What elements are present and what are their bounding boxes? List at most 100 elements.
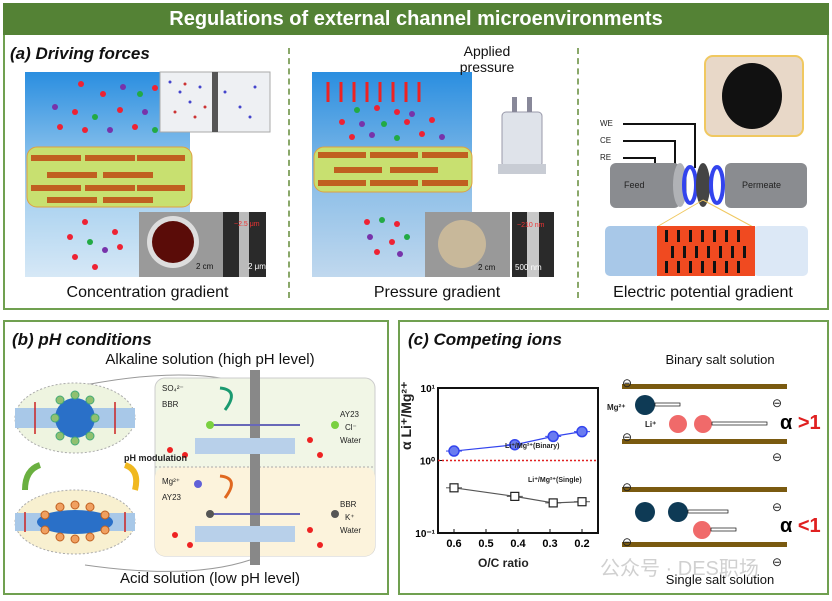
electrode-we: WE — [600, 119, 613, 128]
filtration-cell — [498, 97, 546, 174]
y-tick-label: 10⁻¹ — [415, 529, 435, 540]
charge-icon: ⊖ — [622, 480, 633, 494]
o-ring-left — [682, 165, 698, 205]
k-label: K⁺ — [345, 513, 355, 522]
bbr-label-bottom: BBR — [340, 500, 357, 509]
charge-icon: ⊖ — [772, 500, 783, 514]
pressure-arrows — [326, 82, 421, 102]
charge-icon: ⊖ — [772, 555, 783, 569]
membrane-photo-inset — [425, 212, 554, 277]
cl-ion — [206, 421, 214, 429]
charge-icon: ⊖ — [622, 535, 633, 549]
scale-bar-2cm-b: 2 cm — [478, 263, 496, 272]
green-cycle-arrow — [22, 462, 42, 491]
mg-ion — [635, 395, 655, 415]
series-label-binary: Li⁺/Mg²⁺(Binary) — [505, 443, 560, 450]
separator-2 — [577, 48, 579, 298]
data-point-single — [548, 498, 558, 508]
concentration-gradient-illustration — [25, 71, 271, 277]
alkaline-channel — [14, 382, 136, 454]
ions-top — [339, 105, 445, 141]
panel-a-label: (a) Driving forces — [10, 44, 150, 63]
charge-icon: ⊖ — [772, 396, 783, 410]
alpha-symbol: α — [780, 412, 793, 434]
charge-icon: ⊖ — [622, 376, 633, 390]
watermark: 公众号 · DES职场 — [600, 558, 759, 580]
caption-concentration: Concentration gradient — [66, 284, 229, 301]
x-tick-label: 0.6 — [446, 538, 461, 550]
data-point-binary — [509, 438, 521, 451]
scale-bar-2cm: 2 cm — [196, 262, 214, 271]
single-salt-title: Single salt solution — [665, 572, 775, 587]
alpha-symbol: α — [780, 515, 793, 537]
y-tick-label: 10¹ — [421, 384, 436, 395]
ions-bottom — [364, 217, 410, 257]
binary-ions — [635, 395, 768, 433]
single-ions — [635, 502, 737, 539]
permeate-side-block — [753, 226, 808, 276]
nanosheet-stack — [31, 155, 185, 203]
charge-icon: ⊖ — [622, 430, 633, 444]
water-flow-arrow-top — [195, 438, 295, 454]
mg-ion-label: Mg²⁺ — [607, 403, 626, 412]
data-point-binary — [576, 425, 588, 438]
permeate-label: Permeate — [742, 180, 782, 190]
rejection-arrow-green — [219, 386, 233, 411]
alpha-single-value: <1 — [797, 515, 821, 537]
panel-b-label: (b) pH conditions — [12, 330, 152, 349]
data-point-binary — [448, 445, 460, 457]
zoom-lines — [654, 199, 756, 229]
scale-bar-500nm: 500 nm — [515, 263, 542, 272]
feed-label: Feed — [624, 180, 645, 190]
permeate-cylinder — [725, 163, 807, 208]
figure-title: Regulations of external channel microenv… — [3, 3, 829, 35]
li-ion-label: Li⁺ — [645, 420, 657, 429]
thickness-label-b: ~210 nm — [517, 222, 545, 229]
bbr-label-top: BBR — [162, 400, 179, 409]
chart-y-axis-label: α Li⁺/Mg²⁺ — [398, 381, 414, 450]
panel-competing-ions — [398, 320, 829, 595]
binary-salt-title: Binary salt solution — [665, 352, 775, 367]
applied-pressure-label: Applied pressure — [459, 43, 515, 75]
ay23-label-top: AY23 — [340, 410, 359, 419]
membrane-photo-inset — [139, 212, 266, 277]
ph-modulation-illustration — [14, 370, 376, 572]
rejection-arrow-orange — [219, 474, 233, 499]
water-label-top: Water — [340, 436, 362, 445]
diffusion-cell-inset — [159, 71, 271, 133]
electrode-re: RE — [600, 153, 612, 162]
caption-pressure: Pressure gradient — [373, 284, 501, 301]
li-ion — [669, 415, 687, 433]
alpha-binary-value: >1 — [797, 412, 821, 434]
acid-caption: Acid solution (low pH level) — [119, 570, 301, 587]
thickness-label-a: ~2.5 μm — [234, 221, 260, 228]
ay23-label-bottom: AY23 — [162, 493, 181, 502]
chart-x-axis-label: O/C ratio — [478, 556, 529, 570]
scale-bar-2um: 2 μm — [248, 262, 266, 271]
k-ion — [206, 510, 214, 518]
so4-label: SO₄²⁻ — [162, 384, 184, 393]
membrane-disc — [696, 163, 710, 207]
mg-ion — [194, 480, 202, 488]
mg-label-b: Mg²⁺ — [162, 477, 180, 486]
panel-c-label: (c) Competing ions — [408, 330, 562, 349]
pressure-gradient-illustration — [312, 72, 554, 277]
alpha-single: α <1 — [780, 515, 821, 538]
x-tick-label: 0.5 — [478, 538, 493, 550]
data-point-single — [510, 491, 520, 501]
black-membrane — [722, 63, 782, 129]
water-flow-arrow-bottom — [195, 526, 295, 542]
ion-channel-schematic — [622, 384, 787, 547]
water-label-bottom: Water — [340, 526, 362, 535]
electric-gradient-illustration — [605, 55, 808, 276]
nanosheet-stack — [318, 152, 468, 186]
cycle-arrow-bottom — [84, 559, 251, 572]
feed-cylinder — [610, 163, 687, 208]
data-point-single — [449, 483, 459, 493]
o-ring-right — [709, 165, 725, 205]
separation-cell — [154, 370, 376, 565]
series-line-single — [453, 487, 583, 504]
feed-side-block — [605, 226, 660, 276]
electrode-ce: CE — [600, 136, 612, 145]
